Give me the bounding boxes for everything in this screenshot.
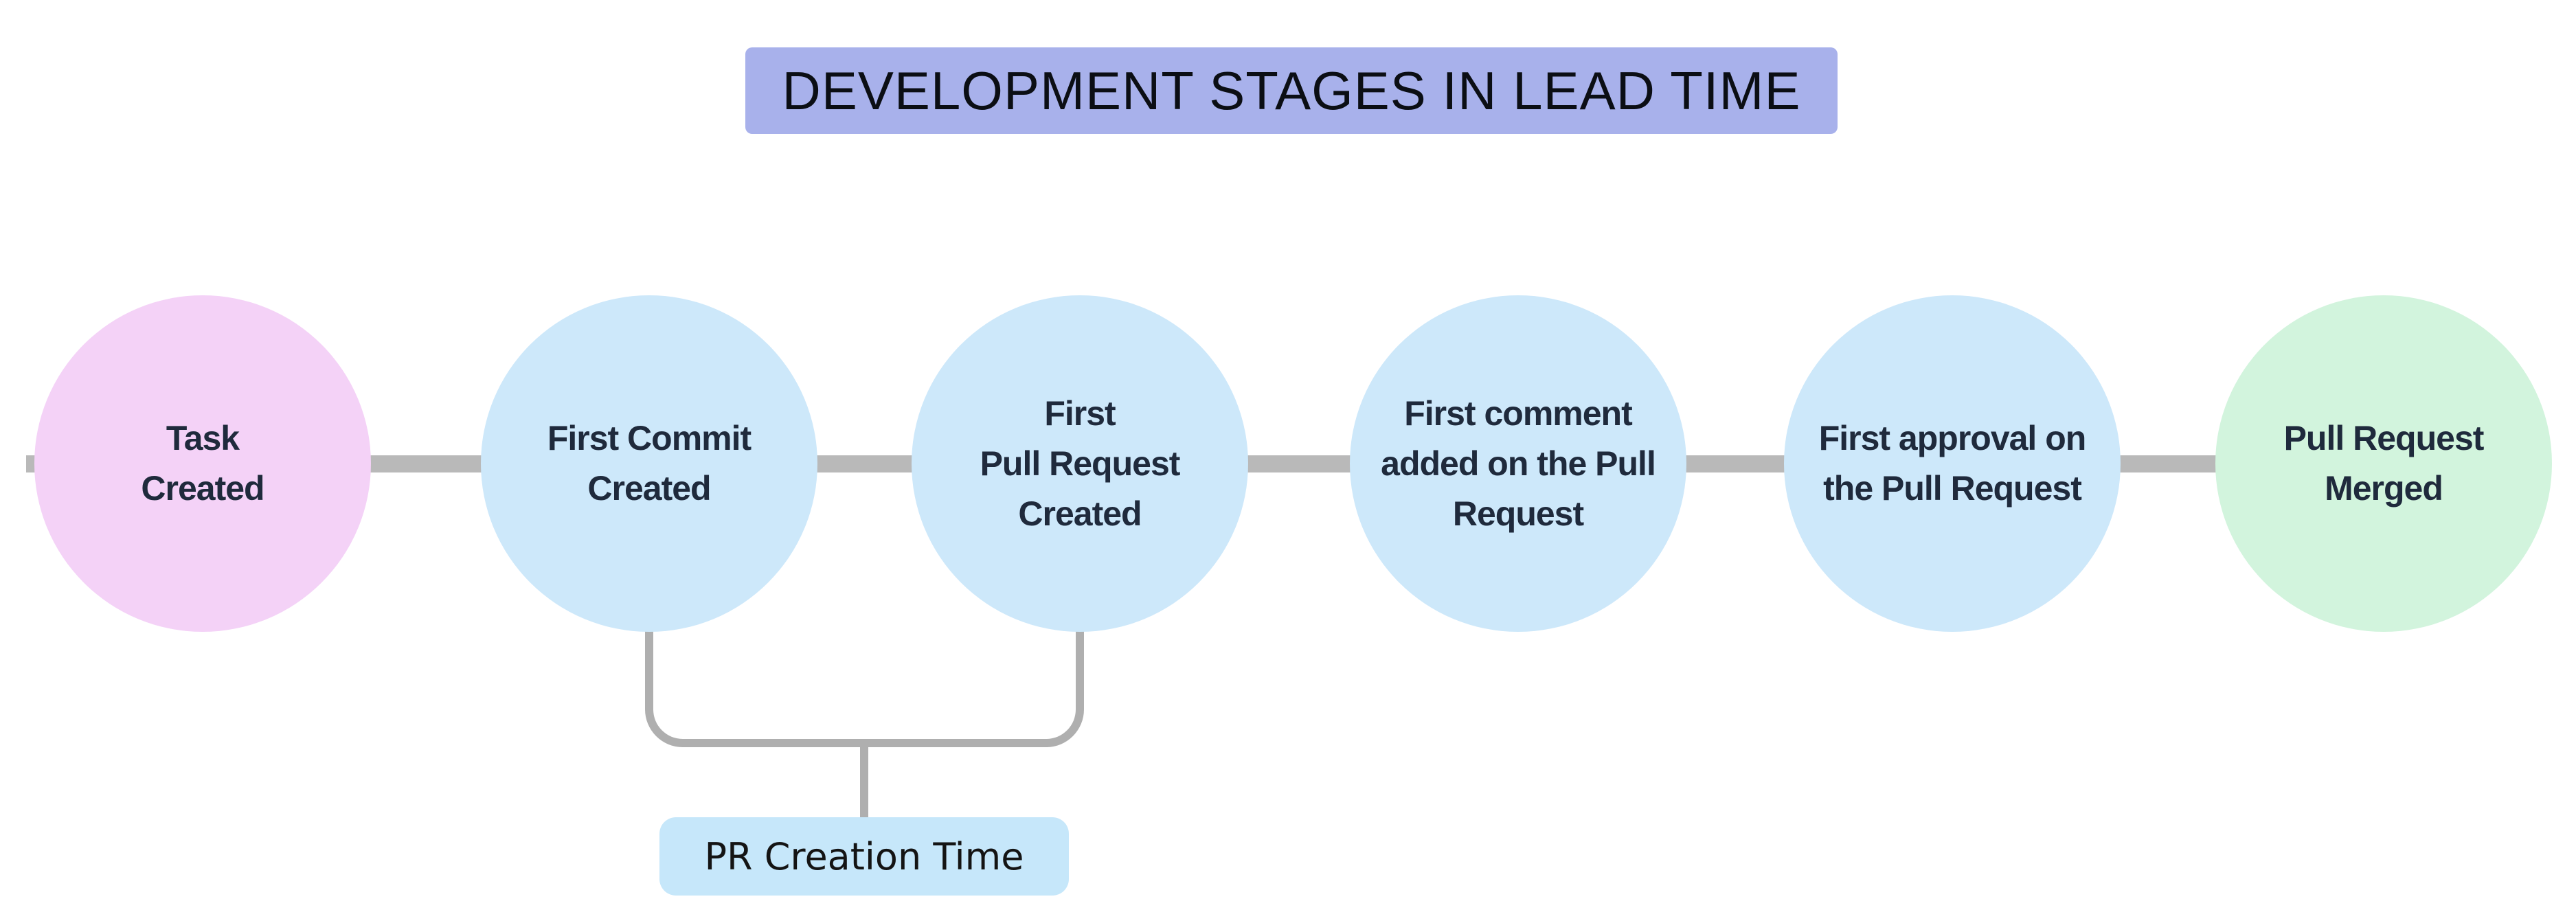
diagram-title: DEVELOPMENT STAGES IN LEAD TIME xyxy=(782,60,1801,121)
pr-creation-time-bracket xyxy=(645,629,1084,747)
stage-label: Task Created xyxy=(141,419,264,508)
stage-label: First Commit Created xyxy=(547,419,752,508)
stage-label: Pull Request Merged xyxy=(2283,419,2485,508)
pr-creation-time-label: PR Creation Time xyxy=(704,834,1024,878)
stage-label: First Pull Request Created xyxy=(980,394,1181,533)
stage-first-pull-request-created: First Pull Request Created xyxy=(912,295,1248,632)
stage-first-approval: First approval on the Pull Request xyxy=(1784,295,2121,632)
stage-task-created: Task Created xyxy=(34,295,371,632)
pr-creation-time-bracket-stem xyxy=(860,746,868,817)
stage-pull-request-merged: Pull Request Merged xyxy=(2215,295,2552,632)
stage-label: First comment added on the Pull Request xyxy=(1381,394,1656,533)
stage-label: First approval on the Pull Request xyxy=(1818,419,2087,508)
pr-creation-time-label-box: PR Creation Time xyxy=(659,817,1069,896)
diagram-title-box: DEVELOPMENT STAGES IN LEAD TIME xyxy=(745,47,1838,134)
stage-first-comment-added: First comment added on the Pull Request xyxy=(1350,295,1686,632)
stage-first-commit-created: First Commit Created xyxy=(481,295,817,632)
